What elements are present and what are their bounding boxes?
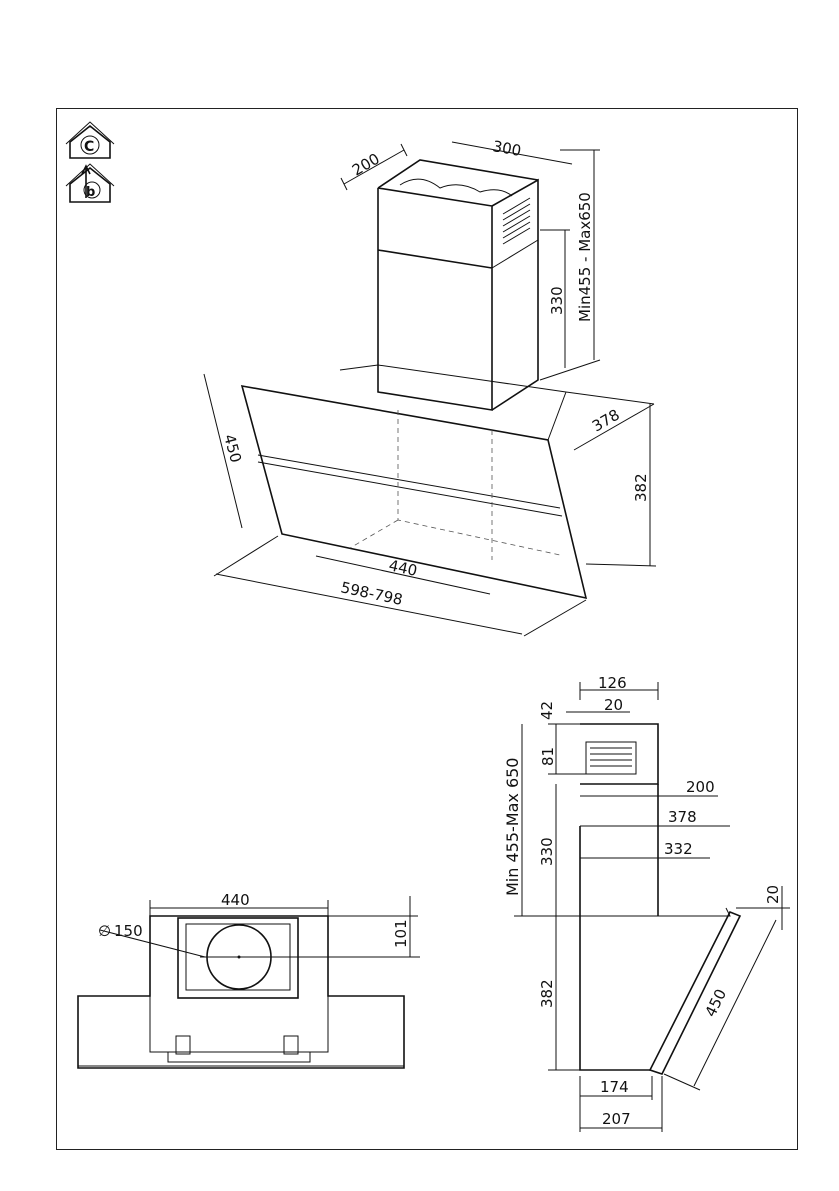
chimney-grille — [502, 197, 531, 245]
side-vent-grille — [585, 741, 637, 775]
drawing-frame — [56, 108, 798, 1150]
dim-side-top-offset-b: 20 — [604, 696, 623, 714]
chimney-top-section — [580, 723, 659, 785]
dim-side-inner-depth: 332 — [664, 840, 693, 858]
glass-panel — [240, 384, 588, 600]
dim-side-glass-length: 450 — [701, 986, 730, 1020]
dim-iso-glass-depth: 450 — [220, 432, 245, 464]
side-view: 126 20 42 81 Min 455-Max 650 200 378 332… — [503, 674, 790, 1132]
dim-side-base-depth-a: 174 — [600, 1078, 629, 1096]
chimney-side — [491, 178, 539, 411]
dim-side-lower-height: 382 — [538, 979, 556, 1008]
dim-iso-projection: 378 — [589, 406, 623, 436]
dim-bottom-width: 440 — [221, 891, 250, 909]
motor-plate — [177, 917, 299, 999]
chimney-lower-front — [377, 188, 493, 411]
ducted-mode-icon: b — [65, 163, 115, 203]
dim-iso-chimney-depth: 200 — [349, 150, 383, 180]
dim-iso-upper-chimney: 330 — [548, 286, 566, 315]
dim-side-hood-depth: 378 — [668, 808, 697, 826]
bottom-view: 440 ∅ 150 101 — [77, 891, 420, 1069]
dim-side-base-depth-b: 207 — [602, 1110, 631, 1128]
dim-iso-inner-width: 440 — [387, 556, 419, 580]
dim-side-top-width: 126 — [598, 674, 627, 692]
dim-side-chimney-depth: 200 — [686, 778, 715, 796]
dim-bottom-duct-offset: 101 — [392, 919, 410, 948]
dim-side-upper-height: 330 — [538, 837, 556, 866]
dim-side-lip: 20 — [764, 885, 782, 904]
isometric-view: 200 300 Min455 - Max650 330 450 378 382 … — [203, 137, 657, 637]
ducted-icon-letter: b — [86, 185, 95, 200]
dim-side-overall-height: Min 455-Max 650 — [503, 758, 522, 897]
dim-iso-hood-height: 382 — [632, 473, 650, 502]
dim-bottom-duct-diameter: 150 — [114, 922, 143, 940]
dim-side-top-offset-a: 42 — [538, 701, 556, 720]
diameter-symbol: ∅ — [98, 922, 111, 940]
dim-side-vent-height: 81 — [539, 747, 557, 766]
chimney-top — [377, 159, 539, 189]
dim-iso-chimney-height: Min455 - Max650 — [576, 192, 594, 322]
recirculation-icon-letter: C — [84, 139, 94, 155]
dim-iso-chimney-width: 300 — [491, 137, 522, 160]
chimney-upper-front — [377, 187, 493, 268]
recirculation-mode-icon: C — [65, 121, 115, 159]
side-glass — [648, 910, 742, 1075]
